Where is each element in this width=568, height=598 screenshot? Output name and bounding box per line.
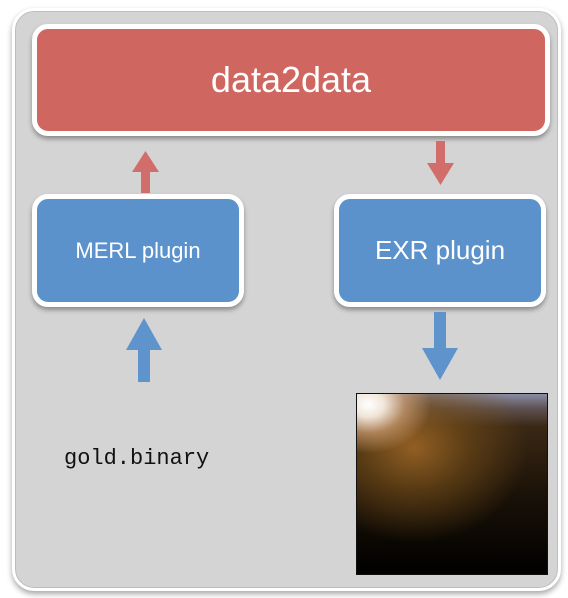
blue-arrow-up bbox=[126, 318, 162, 382]
red-arrow-up bbox=[132, 151, 159, 193]
input-file-label: gold.binary bbox=[64, 446, 210, 471]
merl-plugin-label: MERL plugin bbox=[75, 237, 201, 263]
merl-plugin-box: MERL plugin bbox=[32, 194, 244, 307]
exr-plugin-label: EXR plugin bbox=[374, 235, 506, 265]
data2data-label: data2data bbox=[210, 59, 372, 100]
exr-output-image bbox=[356, 393, 548, 575]
blue-arrow-down bbox=[422, 312, 458, 380]
red-arrow-down bbox=[427, 141, 454, 185]
exr-plugin-box: EXR plugin bbox=[334, 194, 546, 307]
data2data-box: data2data bbox=[32, 24, 550, 136]
